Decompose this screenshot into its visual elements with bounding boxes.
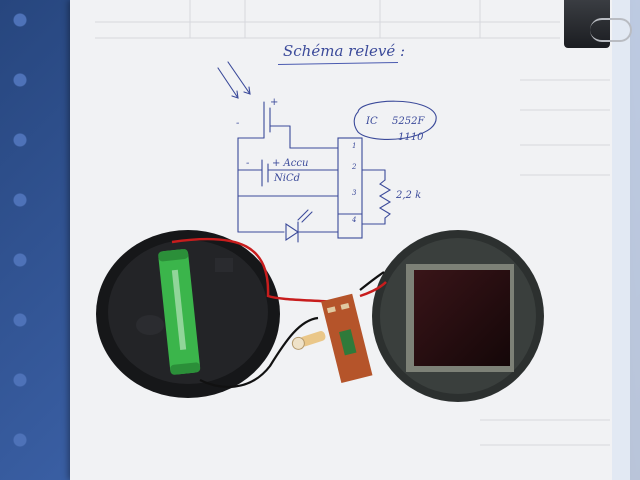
- ic-code: 1110: [398, 132, 424, 143]
- ic-pin-2: 2: [352, 163, 357, 171]
- pcb-board: [321, 293, 373, 384]
- battery-label-nicd: NiCd: [274, 173, 301, 184]
- ic-pin-4: 4: [352, 216, 357, 224]
- battery-minus-label: -: [246, 158, 250, 169]
- ic-pin-3: 3: [352, 189, 357, 197]
- paper-edge-right: [612, 0, 640, 480]
- ic-part-number: 5252F: [392, 116, 425, 127]
- lamp-housing-right: [372, 230, 544, 402]
- schematic-title: Schéma relevé :: [283, 42, 406, 60]
- binder-clip-wire: [590, 18, 632, 42]
- led: [291, 331, 326, 350]
- resistor-label: 2,2 k: [396, 190, 422, 201]
- ic-pin-1: 1: [352, 142, 357, 150]
- battery-label-accu: + Accu: [272, 158, 309, 169]
- ic-label: IC: [366, 116, 378, 127]
- cell-plus-label: +: [270, 97, 279, 108]
- battery-aa: [158, 249, 201, 375]
- cell-minus-label: -: [236, 118, 240, 129]
